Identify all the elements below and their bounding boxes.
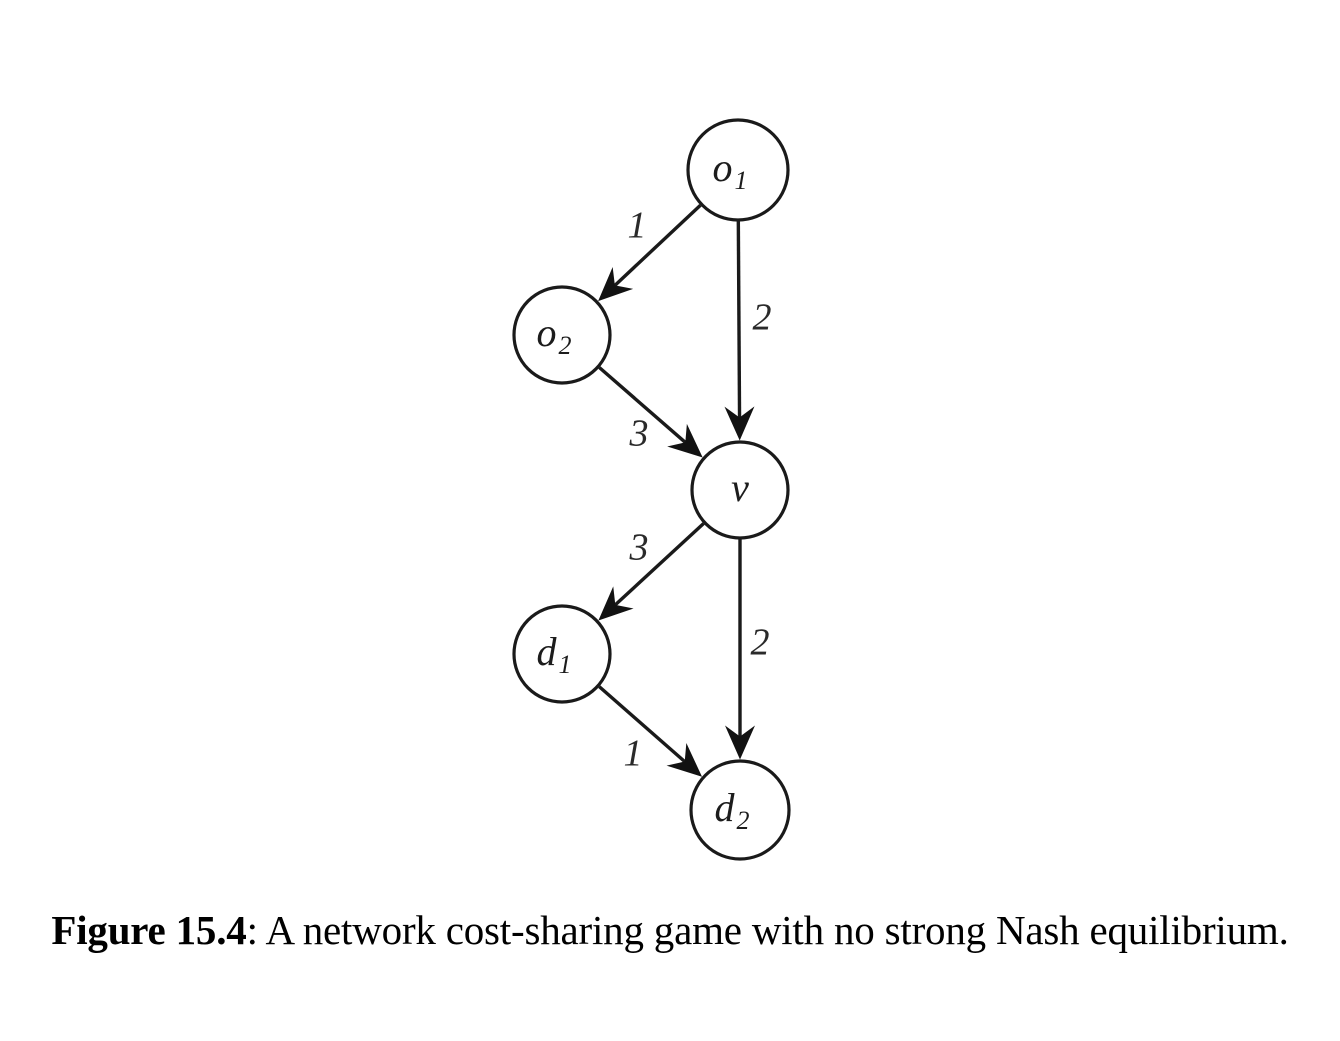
edge-o1-v	[736, 221, 742, 419]
edge-o1-o2	[612, 203, 702, 288]
node-v	[690, 440, 790, 540]
figure-caption-text: A network cost-sharing game with no stro…	[265, 907, 1289, 953]
edge-label-o1-v: 2	[753, 297, 772, 339]
arrow-head-v-d1	[598, 586, 634, 621]
edges-layer	[598, 203, 755, 777]
network-graph: o1 o2 v d1 d2 1 2 3 3 2 1	[512, 118, 791, 861]
node-d2	[689, 759, 791, 861]
edge-label-v-d1: 3	[629, 527, 649, 569]
node-o1	[686, 118, 790, 222]
arrow-head-v-d2	[725, 725, 755, 760]
edge-d1-d2	[598, 685, 687, 764]
node-label-v: v	[731, 465, 749, 510]
edge-v-d1	[613, 522, 705, 607]
arrow-head-o1-o2	[598, 266, 634, 302]
nodes-layer: o1 o2 v d1 d2	[512, 118, 791, 861]
node-d1	[512, 604, 612, 704]
edge-label-d1-d2: 1	[624, 733, 643, 775]
node-label-o2: o2	[537, 310, 572, 360]
node-label-d1: d1	[537, 629, 572, 679]
node-label-o1: o1	[713, 145, 748, 195]
figure-caption-separator: :	[246, 907, 266, 953]
arrow-head-d1-d2	[666, 743, 703, 777]
edge-o2-v	[598, 366, 688, 445]
edge-label-v-d2: 2	[751, 622, 770, 664]
node-o2	[512, 285, 612, 385]
edge-label-o2-v: 3	[629, 413, 649, 455]
figure-caption-label: Figure 15.4	[51, 907, 247, 953]
node-label-d2: d2	[715, 785, 750, 835]
edge-label-o1-o2: 1	[628, 205, 647, 247]
arrow-head-o1-v	[724, 406, 755, 441]
arrow-head-o2-v	[667, 423, 703, 458]
figure-caption: Figure 15.4: A network cost-sharing game…	[0, 905, 1340, 956]
edge-labels-layer: 1 2 3 3 2 1	[624, 205, 772, 775]
graph-canvas: o1 o2 v d1 d2 1 2 3 3 2 1	[512, 118, 791, 861]
